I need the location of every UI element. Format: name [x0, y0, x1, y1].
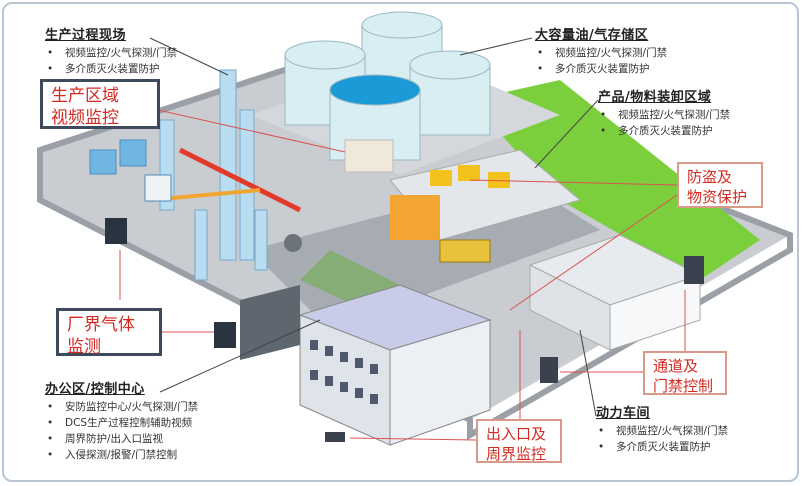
- gas-detector-icon: [105, 218, 127, 244]
- bullet: 多介质灭火装置防护: [535, 61, 667, 77]
- callout-line: 监测: [67, 337, 101, 357]
- office-building-side: [299, 314, 391, 446]
- storage-title: 大容量油/气存储区: [535, 28, 649, 43]
- camera-thumbnail: [344, 139, 394, 173]
- callout-lines: [119, 109, 686, 441]
- production-site-group: 生产过程现场 视频监控/火气探测/门禁 多介质灭火装置防护: [45, 24, 177, 77]
- bullet: 多介质灭火装置防护: [596, 439, 728, 455]
- bullet: 视频监控/火气探测/门禁: [45, 45, 177, 61]
- office-title: 办公区/控制中心: [45, 382, 145, 397]
- bullet: 多介质灭火装置防护: [598, 123, 730, 139]
- callout-access: 通道及 门禁控制: [643, 351, 727, 395]
- production-site-title: 生产过程现场: [45, 28, 127, 43]
- callout-line: 周界监控: [486, 445, 547, 463]
- callout-boundary-gas: 厂界气体 监测: [56, 308, 162, 357]
- bullet: 周界防护/出入口监视: [45, 431, 198, 447]
- office-windows: [310, 340, 378, 404]
- grass-area: [470, 80, 760, 280]
- callout-theft: 防盗及 物资保护: [677, 162, 763, 208]
- callout-line: 防盗及: [687, 168, 733, 186]
- bullet: 视频监控/火气探测/门禁: [596, 423, 728, 439]
- truck: [439, 239, 491, 263]
- keypad-icon: [540, 357, 558, 383]
- bullet: DCS生产过程控制辅助视频: [45, 415, 198, 431]
- callout-line: 视频监控: [51, 108, 119, 128]
- loading-group: 产品/物料装卸区域 视频监控/火气探测/门禁 多介质灭火装置防护: [598, 86, 730, 139]
- loading-building: [390, 195, 440, 240]
- callout-production-video: 生产区域 视频监控: [40, 79, 160, 129]
- small-tanks: [89, 139, 172, 202]
- office-group: 办公区/控制中心 安防监控中心/火气探测/门禁 DCS生产过程控制辅助视频 周界…: [45, 378, 198, 463]
- power-workshop-side: [529, 264, 611, 351]
- storage-group: 大容量油/气存储区 视频监控/火气探测/门禁 多介质灭火装置防护: [535, 24, 667, 77]
- power-title: 动力车间: [596, 406, 651, 421]
- warehouse: [240, 285, 300, 360]
- bullet: 多介质灭火装置防护: [45, 61, 177, 77]
- callout-line: 通道及: [653, 357, 699, 375]
- keypad-icon: [684, 256, 704, 284]
- callout-line: 厂界气体: [67, 315, 135, 335]
- callout-line: 生产区域: [51, 86, 119, 106]
- callout-line: 门禁控制: [653, 377, 714, 395]
- bullet: 安防监控中心/火气探测/门禁: [45, 399, 198, 415]
- loading-title: 产品/物料装卸区域: [598, 90, 712, 105]
- cargo-crates: [430, 165, 510, 188]
- entrance-camera-icon: [325, 432, 345, 442]
- bullet: 视频监控/火气探测/门禁: [598, 107, 730, 123]
- power-group: 动力车间 视频监控/火气探测/门禁 多介质灭火装置防护: [596, 402, 728, 455]
- gas-detector-icon: [214, 322, 236, 348]
- callout-line: 出入口及: [486, 425, 547, 443]
- bullet: 入侵探测/报警/门禁控制: [45, 447, 198, 463]
- dome-camera-icon: [284, 234, 302, 252]
- callout-entrance: 出入口及 周界监控: [476, 419, 562, 463]
- bullet: 视频监控/火气探测/门禁: [535, 45, 667, 61]
- callout-line: 物资保护: [687, 188, 748, 206]
